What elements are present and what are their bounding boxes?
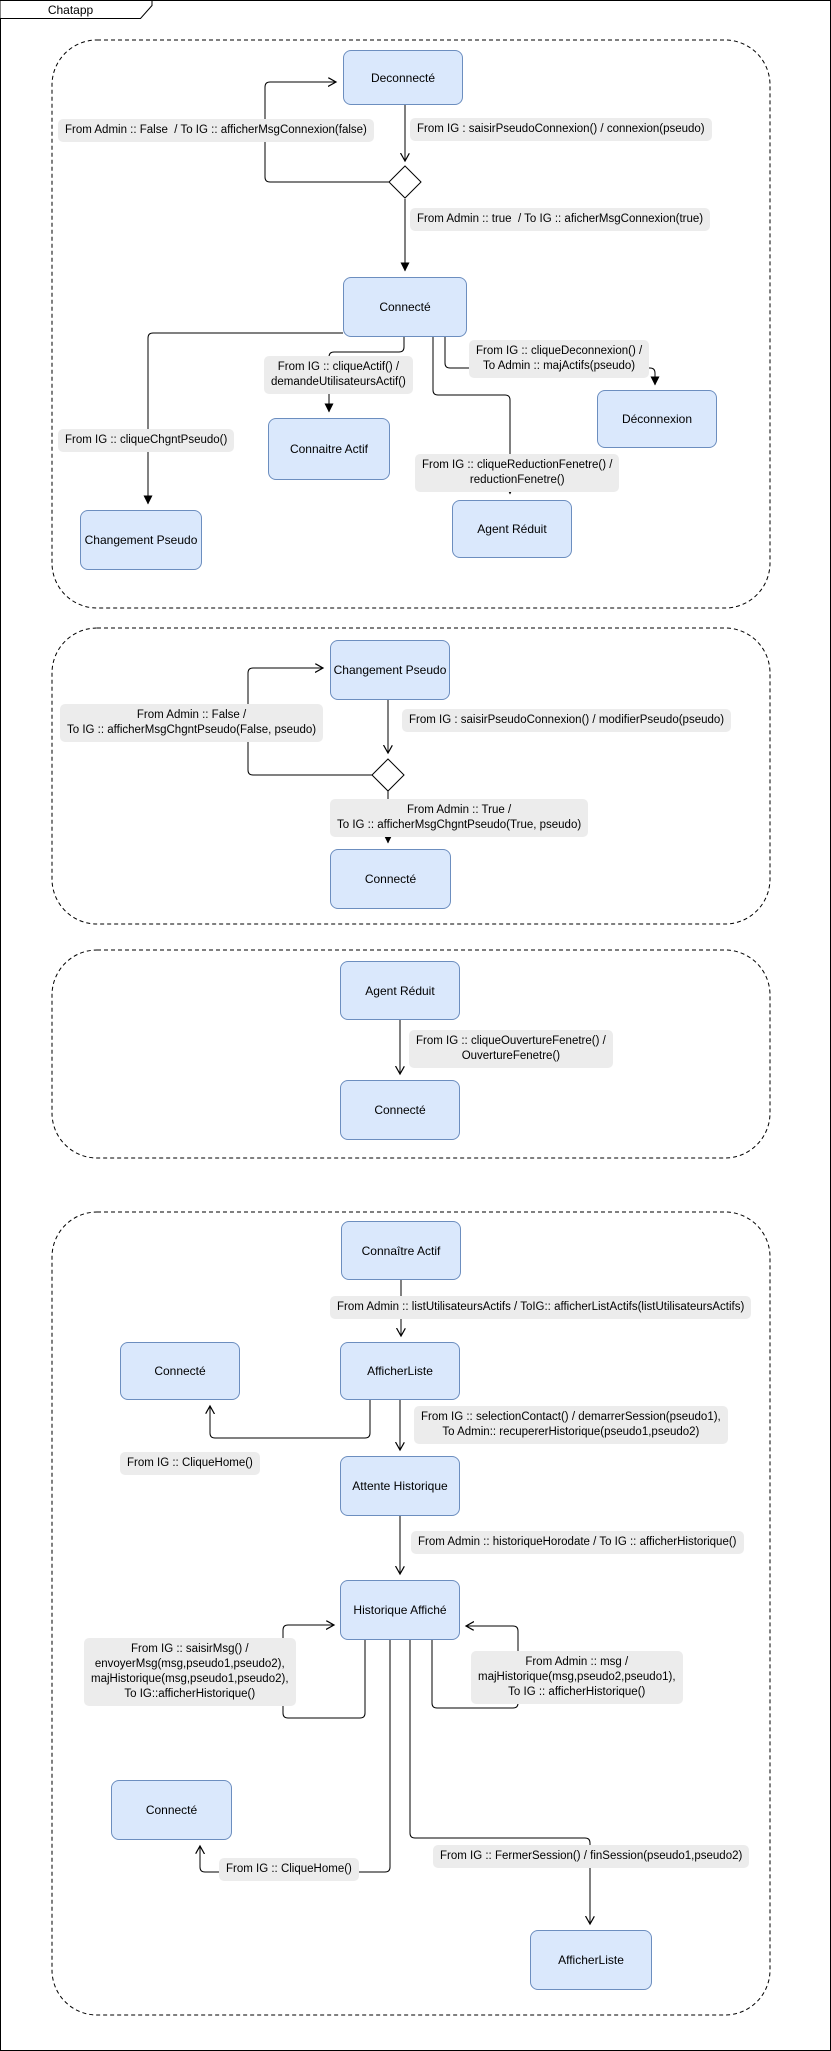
s4-state-connecte-bas: Connecté [111, 1780, 232, 1840]
s1-label-saisir-pseudo: From IG : saisirPseudoConnexion() / conn… [410, 118, 712, 141]
s4-state-connecte-haut: Connecté [120, 1342, 240, 1400]
s4-arrow-afficherliste-to-connecte [210, 1400, 371, 1439]
s1-label-admin-false: From Admin :: False / To IG :: afficherM… [58, 119, 374, 142]
s1-arrow-connecte-to-connaitre-actif [324, 337, 405, 413]
s1-label-clique-reduction: From IG :: cliqueReductionFenetre() / re… [415, 454, 620, 492]
s1-state-changement-pseudo: Changement Pseudo [80, 510, 202, 570]
s1-state-deconnecte: Deconnecté [343, 50, 463, 105]
s3-label-clique-ouverture: From IG :: cliqueOuvertureFenetre() / Ou… [409, 1030, 613, 1068]
s1-label-clique-deconnexion: From IG :: cliqueDeconnexion() / To Admi… [469, 340, 650, 378]
s3-state-connecte: Connecté [340, 1080, 460, 1140]
s4-label-historique-horodate: From Admin :: historiqueHorodate / To IG… [411, 1531, 744, 1554]
s1-state-connaitre-actif: Connaitre Actif [268, 418, 390, 480]
s1-choice-diamond [388, 165, 422, 199]
s4-label-fermer-session: From IG :: FermerSession() / finSession(… [433, 1845, 750, 1868]
s4-label-clique-home-haut: From IG :: CliqueHome() [120, 1452, 260, 1475]
s1-label-clique-actif: From IG :: cliqueActif() / demandeUtilis… [264, 356, 413, 394]
section1-container [51, 39, 771, 609]
section3-container [51, 949, 771, 1159]
s1-state-deconnexion: Déconnexion [597, 390, 717, 448]
s2-state-connecte: Connecté [330, 849, 451, 909]
s4-arrow-historique-to-afficherliste [409, 1640, 590, 1924]
s4-state-historique-affiche: Historique Affiché [340, 1580, 460, 1640]
s1-state-agent-reduit: Agent Réduit [452, 500, 572, 558]
frame-title-tab [0, 0, 153, 19]
s4-label-admin-msg: From Admin :: msg / majHistorique(msg,ps… [471, 1651, 683, 1704]
s2-state-changement-pseudo: Changement Pseudo [330, 640, 450, 700]
s1-state-connecte: Connecté [343, 277, 467, 337]
s4-label-selection-contact: From IG :: selectionContact() / demarrer… [414, 1406, 728, 1444]
s1-label-clique-chgnt: From IG :: cliqueChgntPseudo() [58, 429, 235, 452]
section2-container [51, 627, 771, 925]
s4-state-afficher-liste-bas: AfficherListe [530, 1930, 652, 1990]
s2-label-admin-false: From Admin :: False / To IG :: afficherM… [60, 704, 324, 742]
s4-selfloop-admin-msg [431, 1626, 519, 1709]
s4-state-afficher-liste: AfficherListe [340, 1342, 460, 1400]
s4-label-saisir-msg: From IG :: saisirMsg() / envoyerMsg(msg,… [84, 1638, 296, 1706]
s1-arrow-connecte-to-changement-pseudo [143, 332, 343, 505]
s4-state-connaitre-actif: Connaître Actif [341, 1221, 461, 1280]
frame-title: Chatapp [47, 2, 94, 17]
s3-state-agent-reduit: Agent Réduit [340, 961, 460, 1020]
s2-label-saisir: From IG : saisirPseudoConnexion() / modi… [402, 709, 732, 732]
s4-state-attente-historique: Attente Historique [340, 1456, 460, 1516]
s4-selfloop-saisir-msg [282, 1625, 366, 1719]
s2-label-admin-true: From Admin :: True / To IG :: afficherMs… [330, 799, 589, 837]
s2-choice-diamond [371, 758, 405, 792]
s1-arrow-connecte-to-agent-reduit [432, 337, 515, 495]
section4-container [51, 1211, 771, 2016]
s4-label-clique-home-bas: From IG :: CliqueHome() [219, 1858, 359, 1881]
s4-label-list-utilisateurs: From Admin :: listUtilisateursActifs / T… [330, 1296, 752, 1319]
s1-label-admin-true: From Admin :: true / To IG :: aficherMsg… [410, 208, 711, 231]
